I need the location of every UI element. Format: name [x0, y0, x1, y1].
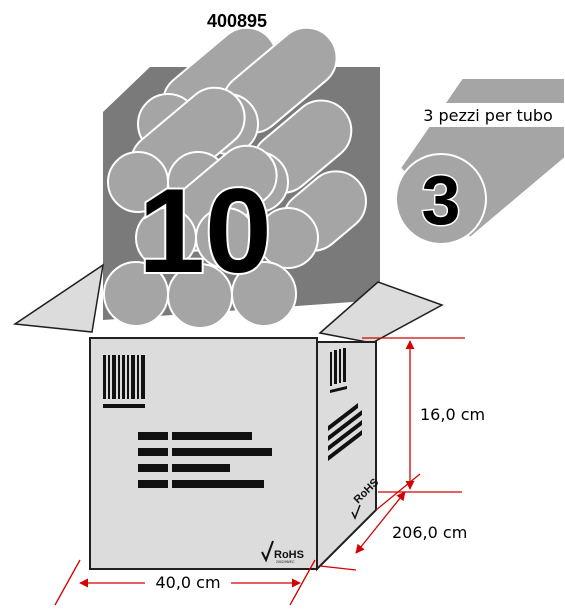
depth-label: 206,0 cm [392, 523, 467, 542]
tube-end [395, 153, 487, 245]
depth-arrow [355, 491, 406, 554]
width-label: 40,0 cm [155, 573, 220, 592]
box-contents: 10 [103, 26, 380, 329]
svg-text:RoHS: RoHS [274, 549, 304, 561]
front-label-block [138, 432, 272, 488]
side-label-block [328, 403, 362, 461]
box-side-face [316, 341, 377, 572]
dimension-lines [54, 337, 465, 606]
quantity-number: 10 [138, 164, 271, 298]
tube-bundle [103, 26, 367, 329]
box-flaps [12, 263, 444, 344]
svg-text:2002/95/EC: 2002/95/EC [276, 560, 295, 564]
front-barcode [103, 355, 145, 408]
pieces-per-tube-label: 3 pezzi per tubo [423, 106, 553, 125]
cardboard-box: RoHS 2002/95/EC RoHS [89, 337, 381, 572]
product-code: 400895 [207, 11, 267, 31]
rohs-logo-front: RoHS 2002/95/EC [261, 540, 304, 564]
side-barcode [330, 348, 347, 393]
right-flap [318, 281, 444, 344]
left-flap [12, 263, 105, 333]
single-tube: 3 3 pezzi per tubo [395, 77, 565, 245]
tube-pieces-number: 3 [422, 161, 461, 239]
height-label: 16,0 cm [420, 405, 485, 424]
